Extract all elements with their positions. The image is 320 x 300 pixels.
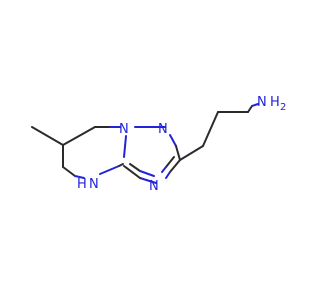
bond-n2-c2b [175, 145, 181, 161]
ring-nh-n-label: N [89, 177, 99, 192]
ring-n-bottom-label: N [149, 179, 159, 194]
bond-c2-n3-double-a [165, 156, 175, 168]
amine-n-label: N [257, 95, 267, 110]
bond-c2-n3-double-b [161, 166, 167, 173]
bond-n3-c3b [123, 165, 141, 179]
molecule-structure: N H 2 N N N N H [31, 95, 286, 194]
amine-h-subscript: 2 [280, 102, 286, 113]
bond-chain-amine-b [251, 103, 259, 107]
bond-c2-chain [179, 145, 204, 161]
bond-n3-c3-double-a [129, 163, 141, 172]
bond-n2-c2a [169, 134, 177, 147]
bond-n1-c3 [123, 135, 127, 158]
ring-n-top-label: N [158, 122, 168, 137]
bond-n4-c3b [118, 163, 124, 167]
bond-n3-c3a [139, 177, 157, 184]
molecule-diagram: N H 2 N N N N H [31, 95, 286, 194]
bond-c5-n4a [62, 166, 76, 177]
bond-methyl [31, 126, 64, 146]
bond-n4-c3a [99, 165, 120, 175]
ring-n-bridge-label: N [119, 122, 129, 137]
bond-c5-n4b [74, 175, 85, 179]
ring-nh-h-label: H [77, 177, 87, 192]
amine-h-label: H [270, 95, 280, 110]
bond-n3-c3-double-b [139, 170, 155, 177]
bond-c2-n3b [165, 171, 171, 179]
bond-chain-amine-a [247, 105, 253, 113]
bond-c6-c7 [62, 126, 96, 146]
bond-chain-1 [202, 111, 219, 147]
bond-c2-n3a [169, 159, 181, 173]
